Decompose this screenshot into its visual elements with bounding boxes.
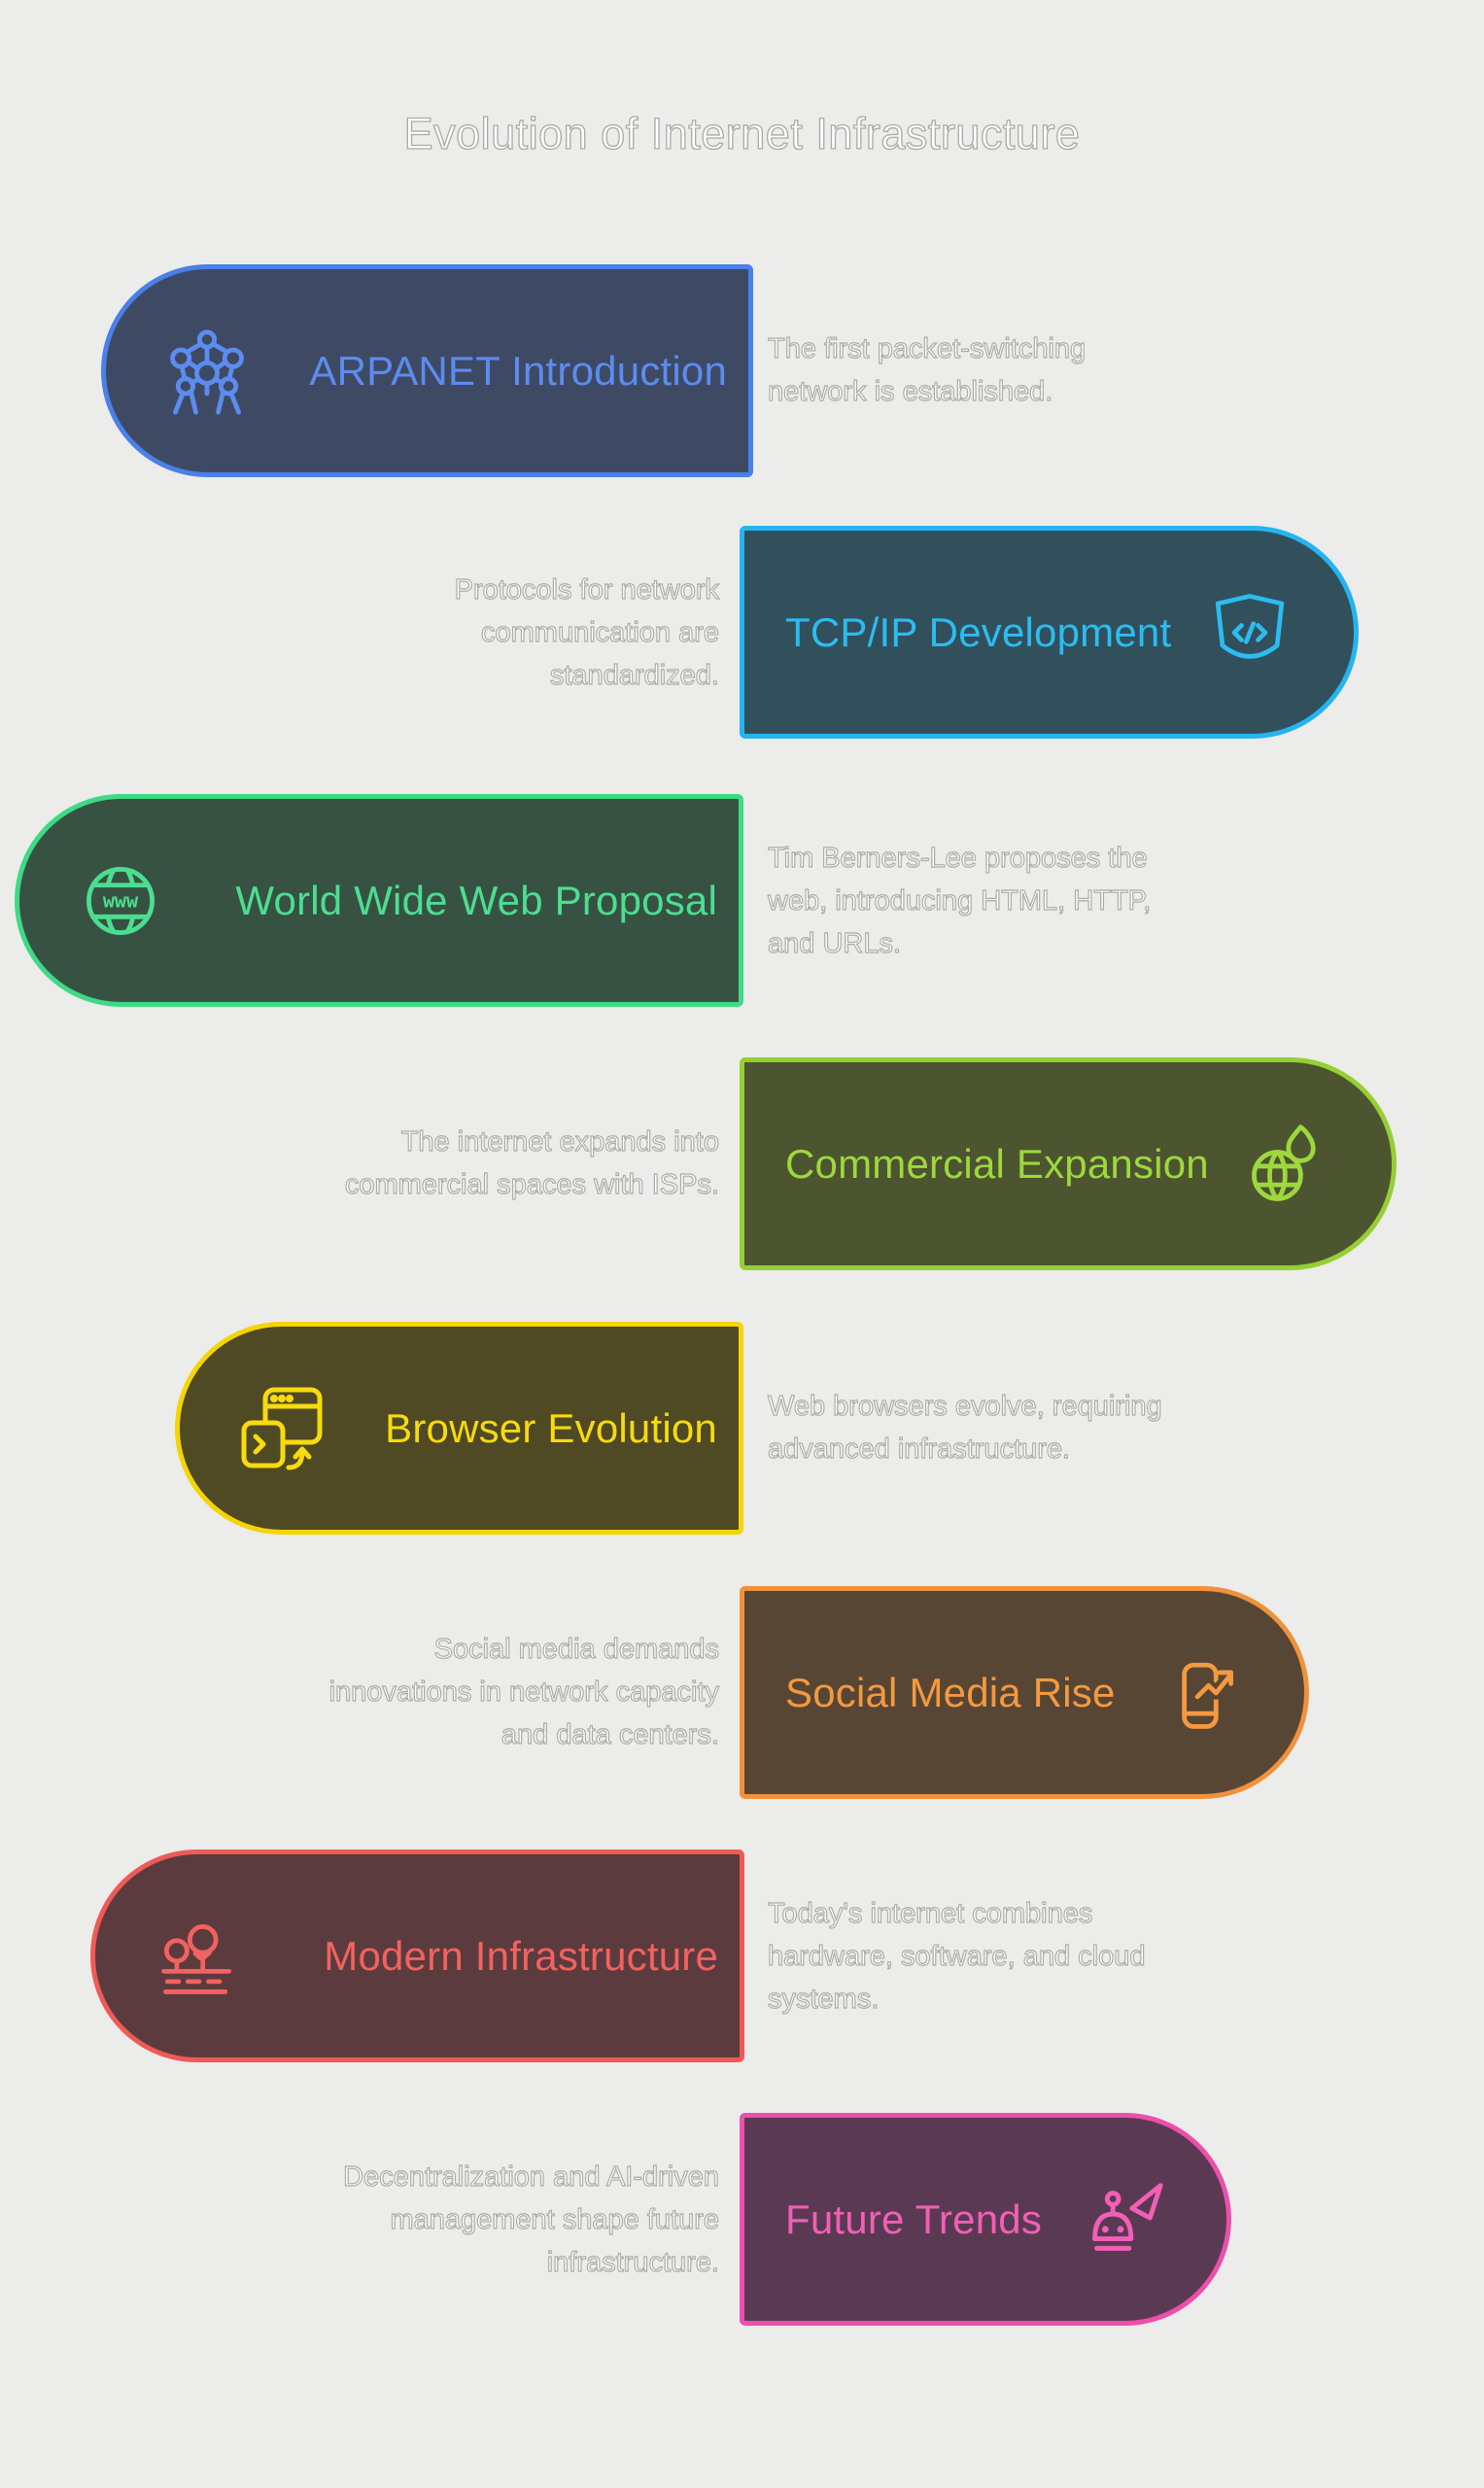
milestone-title: ARPANET Introduction [309,347,727,394]
milestone-card: Modern Infrastructure [90,1849,744,2062]
milestone-title: Browser Evolution [385,1404,717,1451]
svg-text:www: www [103,888,139,912]
milestone-description: Tim Berners-Lee proposes the web, introd… [767,842,1152,959]
milestone-card: TCP/IP Development [740,526,1359,739]
www-globe-icon: www [76,856,165,946]
milestone-description: Web browsers evolve, requiring advanced … [767,1390,1162,1465]
milestone-card: Browser Evolution [175,1322,743,1535]
robot-cursor-icon [1075,2174,1166,2265]
milestone-description: Social media demands innovations in netw… [328,1633,720,1750]
code-shield-icon [1206,589,1294,676]
milestone-description: Decentralization and AI-driven managemen… [343,2160,720,2278]
milestone-description: Protocols for network communication are … [454,573,720,691]
milestone-title: Modern Infrastructure [324,1932,718,1979]
page-title: Evolution of Internet Infrastructure [403,108,1081,158]
browser-terminal-icon [236,1382,329,1475]
milestone-title: Commercial Expansion [785,1140,1209,1187]
milestone-description: The first packet-switching network is es… [767,332,1087,407]
network-nodes-icon [162,327,252,416]
milestone-description: Today's internet combines hardware, soft… [767,1897,1146,2015]
globe-flame-icon [1242,1120,1331,1209]
milestone-title: TCP/IP Development [785,608,1172,655]
milestone-description: The internet expands into commercial spa… [344,1125,719,1200]
milestone-card: www World Wide Web Proposal [15,794,743,1007]
milestone-card: Social Media Rise [740,1586,1309,1799]
milestone-card: Future Trends [740,2113,1231,2326]
milestone-title: Future Trends [785,2195,1043,2242]
milestone-card: ARPANET Introduction [101,264,753,477]
milestone-title: World Wide Web Proposal [235,877,717,923]
milestone-card: Commercial Expansion [740,1057,1397,1270]
phone-growth-icon [1155,1648,1244,1738]
trees-infrastructure-icon [152,1912,241,2001]
milestone-title: Social Media Rise [785,1669,1116,1715]
